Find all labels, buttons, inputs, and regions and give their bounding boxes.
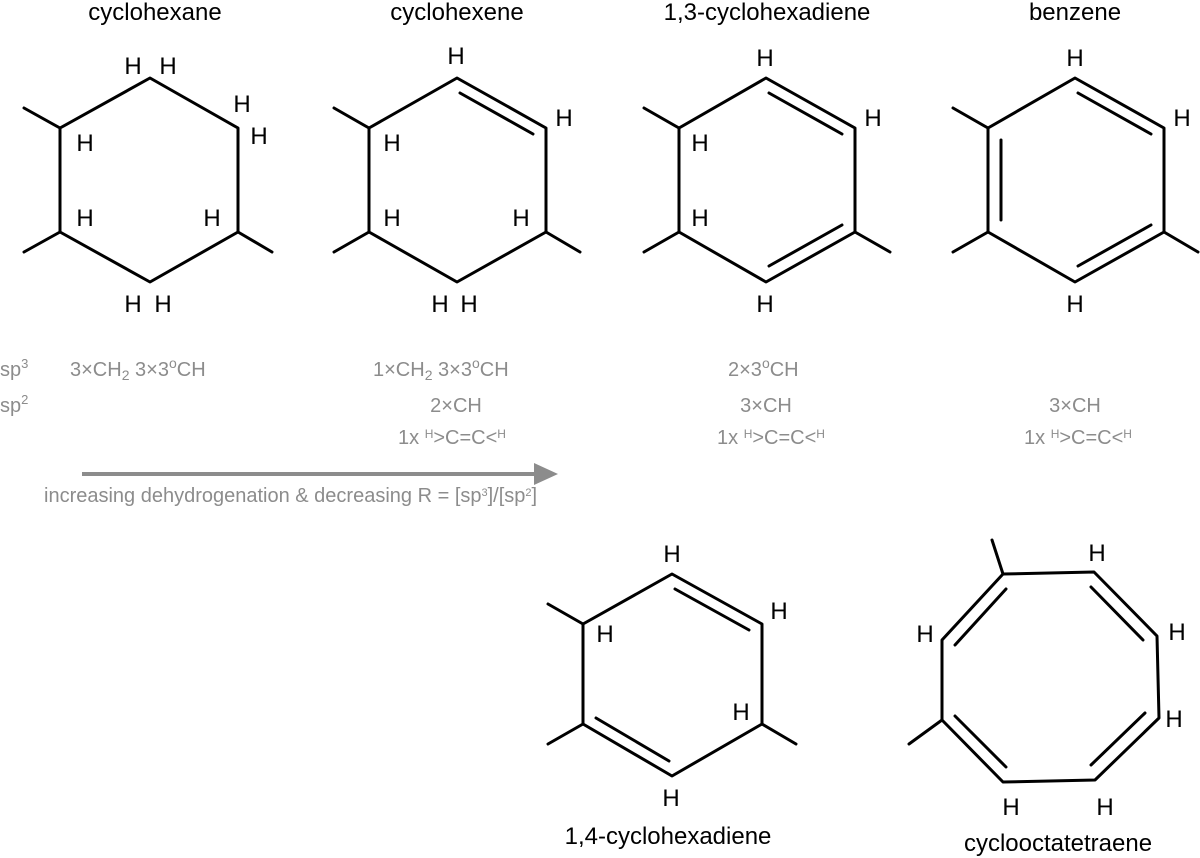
hydrogen-label: H (662, 785, 679, 812)
cyclohexadiene-14-structure: H H H H H 1,4-cyclohexadiene (546, 541, 798, 850)
hydrogen-label: H (663, 541, 680, 568)
cyclohexane-structure: cyclohexane H H H H H H H H H (22, 0, 274, 318)
hydrogen-label: H (250, 123, 267, 150)
methyl-bond (1162, 230, 1200, 254)
hydrogen-label: H (431, 291, 448, 318)
cyclohexane-title: cyclohexane (88, 0, 221, 26)
hydrogen-label: H (1002, 794, 1019, 821)
hydrogen-label: H (124, 53, 141, 80)
cyclohexene-title: cyclohexene (390, 0, 523, 26)
hydrogen-label: H (596, 621, 613, 648)
double-bond-inner-line (1076, 223, 1153, 268)
hydrogen-label: H (756, 45, 773, 72)
hydrogen-label: H (916, 621, 933, 648)
double-bond-inner-line (953, 587, 1008, 647)
hydrogen-label: H (460, 291, 477, 318)
methyl-bond (332, 106, 371, 130)
methyl-bond (22, 106, 62, 130)
hydrogen-label: H (1096, 794, 1113, 821)
benzene-structure: benzene H H H (951, 0, 1200, 318)
hydrogen-label: H (732, 699, 749, 726)
benzene-sp2-count: 3×CH (1049, 395, 1101, 417)
hydrogen-label: H (1066, 45, 1083, 72)
cyclohexadiene-14-ring (581, 572, 764, 778)
cyclohexene-alkene-unit: 1x H>C=C<H (398, 427, 506, 449)
hydrogen-label: H (124, 291, 141, 318)
double-bond-inner-line (767, 91, 844, 136)
cyclohexene-sp3-count: 1×CH2 3×3oCH (373, 355, 509, 383)
hydrogen-label: H (1066, 291, 1083, 318)
trend-arrow: increasing dehydrogenation & decreasing … (44, 463, 558, 507)
cyclohexadiene-13-alkene-unit: 1x H>C=C<H (717, 427, 825, 449)
methyl-bond (546, 602, 585, 626)
double-bond-inner-line (458, 91, 535, 136)
hydrogen-label: H (555, 105, 572, 132)
methyl-bond (760, 722, 798, 746)
benzene-alkene-unit: 1x H>C=C<H (1024, 427, 1132, 449)
hydrogen-label: H (159, 53, 176, 80)
benzene-title: benzene (1029, 0, 1121, 26)
double-bond-inner-line (953, 714, 1008, 769)
hydrogen-label: H (447, 43, 464, 70)
hydrogen-label: H (1168, 619, 1185, 646)
double-bond-inner-line (1089, 585, 1145, 642)
cyclohexadiene-13-title: 1,3-cyclohexadiene (664, 0, 871, 26)
cyclooctatetraene-structure: H H H H H H cyclooctatetraene (907, 538, 1186, 857)
arrow-head (534, 463, 558, 485)
methyl-bond (642, 106, 681, 130)
trend-caption: increasing dehydrogenation & decreasing … (44, 485, 537, 507)
cyclohexene-ring (367, 76, 548, 284)
hydrogen-label: H (512, 205, 529, 232)
methyl-bond (546, 722, 585, 746)
hydrogen-label: H (756, 291, 773, 318)
sp3-row-label: sp3 (0, 356, 28, 381)
double-bond-inner-line (1076, 91, 1153, 136)
cyclohexadiene-13-sp3-count: 2×3oCH (728, 355, 799, 381)
hydrogen-label: H (770, 598, 787, 625)
hydrogen-label: H (233, 91, 250, 118)
methyl-bond (990, 538, 1005, 576)
cyclohexene-structure: cyclohexene H H H H H H H (332, 0, 582, 318)
methyl-bond (236, 230, 274, 254)
cyclohexane-ring (58, 76, 240, 284)
double-bond-inner-line (673, 587, 751, 632)
hydrogen-label: H (1165, 706, 1182, 733)
sp2-row-label: sp2 (0, 392, 28, 417)
hydrogen-label: H (864, 105, 881, 132)
double-bond-inner-line (767, 223, 844, 268)
cyclooctatetraene-title: cyclooctatetraene (964, 830, 1152, 857)
double-bond-inner-line (594, 716, 671, 763)
cyclohexene-sp2-count: 2×CH (430, 395, 482, 417)
hydrogen-label: H (1088, 540, 1105, 567)
hydrogen-label: H (76, 205, 93, 232)
cyclooctatetraene-ring (940, 570, 1161, 784)
cyclohexane-sp3-count: 3×CH2 3×3oCH (70, 355, 206, 383)
cyclohexadiene-14-title: 1,4-cyclohexadiene (565, 823, 772, 850)
methyl-bond (951, 230, 990, 254)
methyl-bond (642, 230, 681, 254)
methyl-bond (22, 230, 62, 254)
methyl-bond (907, 718, 944, 746)
hydrogen-label: H (691, 205, 708, 232)
methyl-bond (544, 230, 582, 254)
hydrogen-label: H (1173, 105, 1190, 132)
cyclohexadiene-13-sp2-count: 3×CH (740, 395, 792, 417)
benzene-ring (986, 76, 1166, 284)
methyl-bond (853, 230, 892, 254)
hydrogen-label: H (383, 205, 400, 232)
hydrogen-label: H (76, 130, 93, 157)
cyclohexadiene-13-structure: 1,3-cyclohexadiene H H H H H (642, 0, 892, 318)
hydrogen-label: H (203, 205, 220, 232)
hydrogen-label: H (383, 130, 400, 157)
methyl-bond (332, 230, 371, 254)
hybridization-table: sp3 sp2 3×CH2 3×3oCH 1×CH2 3×3oCH 2×3oCH… (0, 355, 1132, 449)
double-bond-inner-line (1089, 711, 1147, 767)
methyl-bond (951, 106, 990, 130)
hydrogen-label: H (691, 130, 708, 157)
cyclohexadiene-13-ring (677, 76, 857, 284)
hydrogen-label: H (154, 291, 171, 318)
